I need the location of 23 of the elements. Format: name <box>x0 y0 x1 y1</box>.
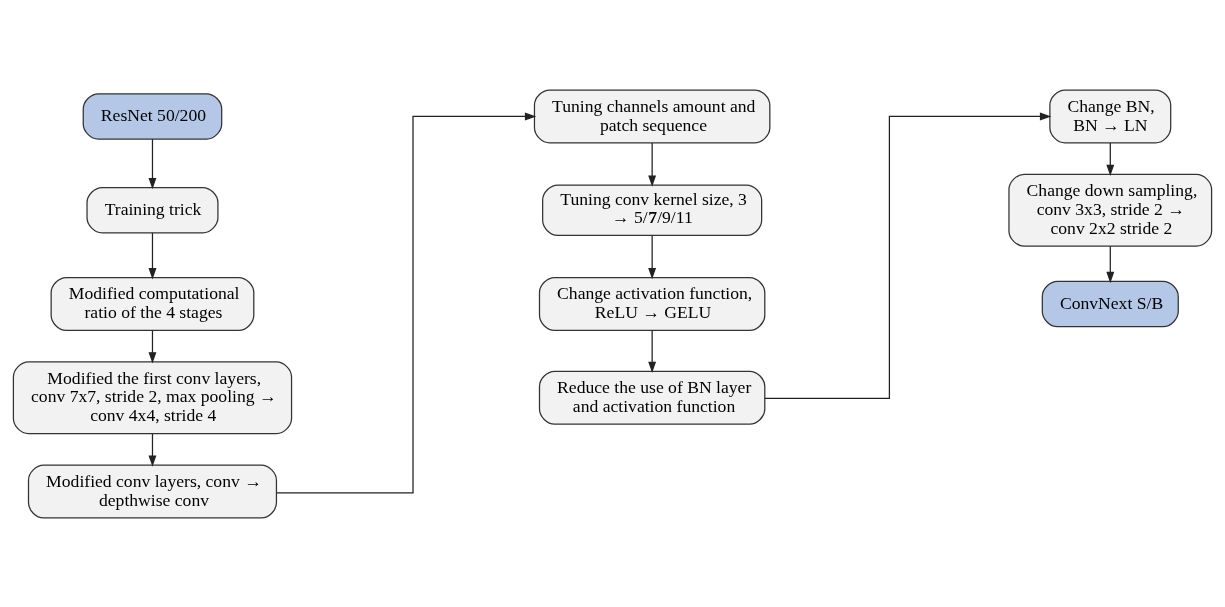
node-box: Reduce the use of BN layer and activation function <box>538 370 766 425</box>
arrow <box>148 231 157 279</box>
node-box: Modified computational ratio of the 4 stages <box>50 276 255 331</box>
arrow <box>276 112 537 493</box>
node-box: Modified conv layers, conv → depthwise conv <box>27 463 278 519</box>
arrow <box>148 329 157 364</box>
node-box: Change BN, BN → LN <box>1049 88 1172 144</box>
node-box: ConvNext S/B <box>1041 280 1179 327</box>
node-box: ResNet 50/200 <box>82 92 223 140</box>
arrow <box>764 112 1052 399</box>
node-box: Tuning channels amount and patch sequence <box>533 88 771 144</box>
node-box: Change activation function, ReLU → GELU <box>538 276 766 331</box>
node-box: Tuning conv kernel size, 3 → 5/7/9/11 <box>542 183 763 236</box>
arrow <box>1106 245 1115 283</box>
arrow <box>648 329 657 373</box>
arrow <box>148 138 157 189</box>
arrow <box>648 234 657 279</box>
arrow <box>148 432 157 467</box>
node-box: Modified the first conv layers, conv 7x7, stride 2, max pooling → conv 4x4, stride 4 <box>12 360 293 434</box>
arrow <box>1106 141 1115 176</box>
node-box: Training trick <box>86 186 219 233</box>
node-box: Change down sampling, conv 3x3, stride 2 → conv 2x2 stride 2 <box>1008 173 1213 247</box>
arrow <box>648 141 657 187</box>
